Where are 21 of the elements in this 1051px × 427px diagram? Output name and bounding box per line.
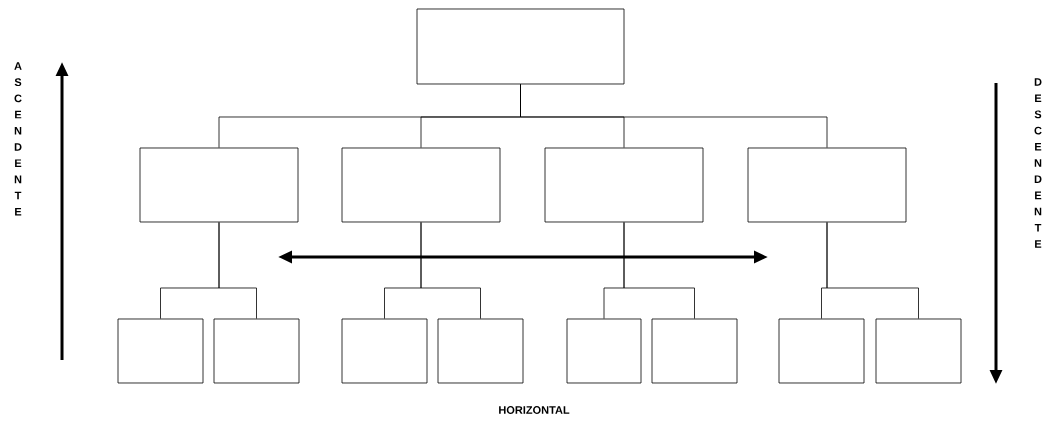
vertical-label: ASCENDENTE — [14, 62, 22, 216]
org-box — [875, 318, 962, 384]
connector-line — [520, 84, 828, 148]
connector-line — [218, 222, 257, 319]
org-box — [117, 318, 204, 384]
org-box — [778, 318, 865, 384]
org-box — [416, 8, 625, 85]
axis-label: HORIZONTAL — [499, 406, 570, 414]
org-box — [437, 318, 524, 384]
org-box — [566, 318, 642, 384]
connector-line — [826, 222, 919, 319]
connector-line — [623, 222, 695, 319]
org-box — [213, 318, 300, 384]
org-box — [341, 318, 428, 384]
org-box — [747, 147, 907, 223]
org-box — [139, 147, 299, 223]
vertical-label: DESCENDENTE — [1034, 78, 1042, 248]
org-box — [341, 147, 501, 223]
org-box — [651, 318, 738, 384]
connector-line — [420, 222, 481, 319]
org-box — [544, 147, 704, 223]
